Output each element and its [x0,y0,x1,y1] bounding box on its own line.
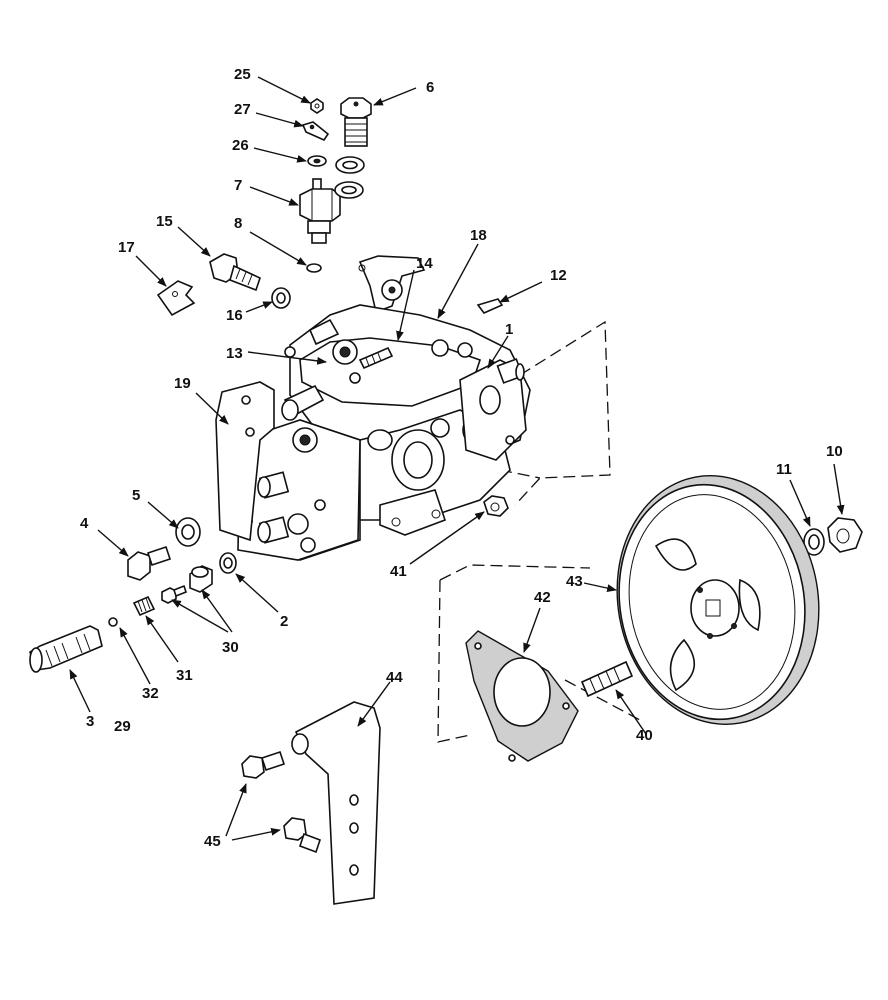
part-32-ball [108,617,118,627]
part-16-washer [271,287,291,309]
part-44-support-bracket [291,701,381,905]
part-40-stud [580,660,634,698]
callout-19: 19 [174,375,191,392]
part-31-spring [132,595,156,617]
callout-labels: 25 6 27 26 7 8 15 17 18 14 12 16 1 13 19… [80,66,843,850]
part-6-banjo-bolt [340,97,372,147]
callout-15: 15 [156,213,173,230]
part-8-o-ring [306,263,322,273]
injection-pump-body [215,255,531,561]
callout-13: 13 [226,345,243,362]
part-15-bolt [209,253,261,292]
callout-8: 8 [234,215,242,232]
callout-4: 4 [80,515,89,532]
copper-washers [334,156,365,199]
callout-16: 16 [226,307,243,324]
callout-11: 11 [776,461,792,478]
callout-26: 26 [232,137,249,154]
leader-arrows [69,76,845,841]
callout-6: 6 [426,79,434,96]
part-4-banjo-bolt [127,545,172,581]
callout-32: 32 [142,685,159,702]
part-25-nut [310,98,324,114]
callout-27: 27 [234,101,251,118]
callout-18: 18 [470,227,487,244]
part-17-lock-plate [156,280,196,317]
callout-14: 14 [416,255,433,272]
callout-25: 25 [234,66,251,83]
callout-30: 30 [222,639,239,656]
callout-44: 44 [386,669,403,686]
callout-42: 42 [534,589,551,606]
callout-40: 40 [636,727,653,744]
callout-3: 3 [86,713,94,730]
part-10-nut [827,517,863,553]
part-45-bolts [241,750,322,854]
part-30-valve-parts [161,565,213,604]
callout-41: 41 [390,563,407,580]
part-12-woodruff-key [476,298,504,314]
callout-5: 5 [132,487,140,504]
part-26-washer [307,155,327,167]
part-41-nut [483,495,509,517]
callout-45: 45 [204,833,221,850]
part-43-gear [616,474,820,726]
callout-31: 31 [176,667,193,684]
callout-7: 7 [234,177,242,194]
part-3-connector [29,625,103,673]
part-2-washer [219,552,237,574]
callout-17: 17 [118,239,135,256]
callout-1: 1 [505,321,513,338]
callout-2: 2 [280,613,288,630]
callout-43: 43 [566,573,583,590]
part-27-clip [301,121,330,142]
callout-12: 12 [550,267,567,284]
callout-29: 29 [114,718,131,735]
part-5-washer [175,517,201,547]
part-42-gasket [465,630,579,762]
part-7-fitting [299,178,341,244]
callout-10: 10 [826,443,843,460]
